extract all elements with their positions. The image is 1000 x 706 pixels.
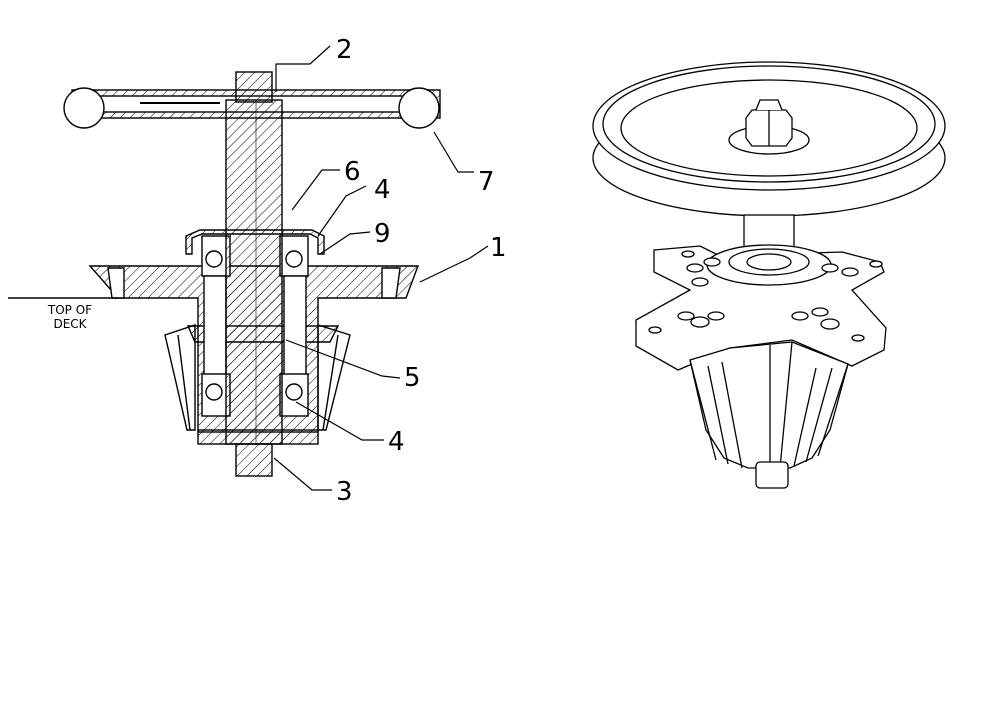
leader-lines xyxy=(273,45,489,491)
callout-9: 9 xyxy=(374,219,391,249)
deck-label-line1: TOP OF xyxy=(47,303,92,317)
bearings xyxy=(205,250,303,401)
cone-fins xyxy=(689,341,849,469)
callout-5: 5 xyxy=(404,363,421,393)
callout-6: 6 xyxy=(344,157,361,187)
housing-flange xyxy=(635,245,887,371)
cross-section-view xyxy=(8,71,441,477)
deck-label-line2: DECK xyxy=(53,317,87,331)
callout-2: 2 xyxy=(336,35,353,65)
callout-4-lower: 4 xyxy=(388,427,405,457)
housing-cone xyxy=(689,341,849,469)
callout-7: 7 xyxy=(478,167,495,197)
flange-holes xyxy=(648,250,883,342)
callout-4-upper: 4 xyxy=(374,175,391,205)
callout-1: 1 xyxy=(490,233,507,263)
callout-3: 3 xyxy=(336,477,353,507)
shaft-stub xyxy=(755,461,789,489)
shaft-section xyxy=(197,71,319,477)
top-cap xyxy=(185,229,325,255)
pulley-nut xyxy=(745,99,793,147)
isometric-view xyxy=(592,61,946,489)
